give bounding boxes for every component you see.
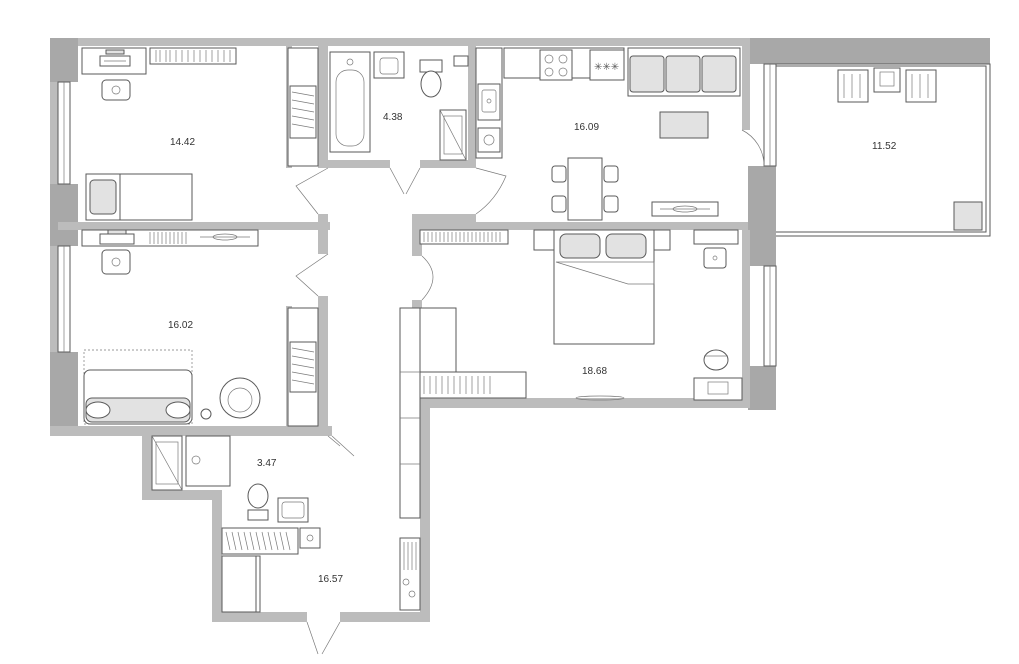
- pot-icon: [703, 349, 729, 371]
- desk-icon: [81, 47, 147, 75]
- plant-icon: [200, 408, 212, 420]
- bedroom-top-left: [81, 47, 319, 221]
- coffee-table-icon: [659, 111, 709, 139]
- bathroom-small: [151, 435, 355, 523]
- bookshelf-icon: [419, 229, 509, 245]
- washbasin-icon: [277, 497, 309, 523]
- chair-icon: [101, 79, 131, 101]
- doors: [295, 167, 341, 447]
- wardrobe-icon: [287, 47, 319, 167]
- bookshelf-icon: [149, 47, 237, 65]
- balcony-chair-icon: [837, 69, 869, 103]
- balcony-chair-icon: [905, 69, 937, 103]
- washing-machine-icon: [439, 109, 467, 161]
- area-label-bedroom-top-left: 14.42: [170, 137, 195, 148]
- hallway: [221, 527, 421, 655]
- laptop-desk-icon: [693, 377, 743, 401]
- chair-icon: [101, 249, 131, 275]
- coat-rack-icon: [399, 537, 421, 611]
- shower-icon: [151, 435, 183, 491]
- area-label-bedroom-middle-left: 16.02: [168, 320, 193, 331]
- area-label-hallway: 16.57: [318, 574, 343, 585]
- toilet-icon: [419, 59, 443, 98]
- sofa-icon: [83, 369, 193, 425]
- toilet-icon: [247, 483, 269, 521]
- bed-icon: [85, 173, 193, 221]
- area-label-kitchen-living: 16.09: [574, 122, 599, 133]
- bedroom-middle-left: [81, 229, 319, 427]
- shoe-rack-icon: [221, 527, 321, 555]
- stove-icon: [539, 49, 573, 81]
- balcony-table-icon: [873, 67, 901, 93]
- bathroom-top: [329, 51, 469, 195]
- bed-icon: [533, 229, 671, 345]
- area-label-bedroom-master: 18.68: [582, 366, 607, 377]
- area-label-bathroom-small: 3.47: [257, 458, 277, 469]
- svg-text:✳✳✳: ✳✳✳: [594, 62, 619, 73]
- area-label-bathroom-top: 4.38: [383, 112, 403, 123]
- armchair-icon: [219, 377, 261, 419]
- sink-icon: [185, 435, 231, 487]
- area-label-balcony: 11.52: [872, 141, 897, 152]
- wardrobe-icon: [287, 307, 319, 427]
- bedroom-master: [399, 229, 743, 519]
- balcony: [741, 63, 991, 237]
- closet-icon: [221, 555, 257, 613]
- oven-icon: [477, 127, 501, 153]
- windows: [57, 63, 777, 367]
- sink-icon: [373, 51, 405, 79]
- dishwasher-icon: ✳✳✳: [589, 49, 625, 81]
- vanity-icon: [693, 229, 739, 269]
- tv-stand-icon: [651, 201, 719, 217]
- kitchen-living: ✳✳✳: [475, 47, 741, 221]
- desk-icon: [81, 229, 259, 247]
- wardrobe-icon: [399, 307, 527, 519]
- bathtub-icon: [329, 51, 371, 153]
- sofa-icon: [627, 47, 741, 97]
- dining-table-icon: [551, 157, 619, 221]
